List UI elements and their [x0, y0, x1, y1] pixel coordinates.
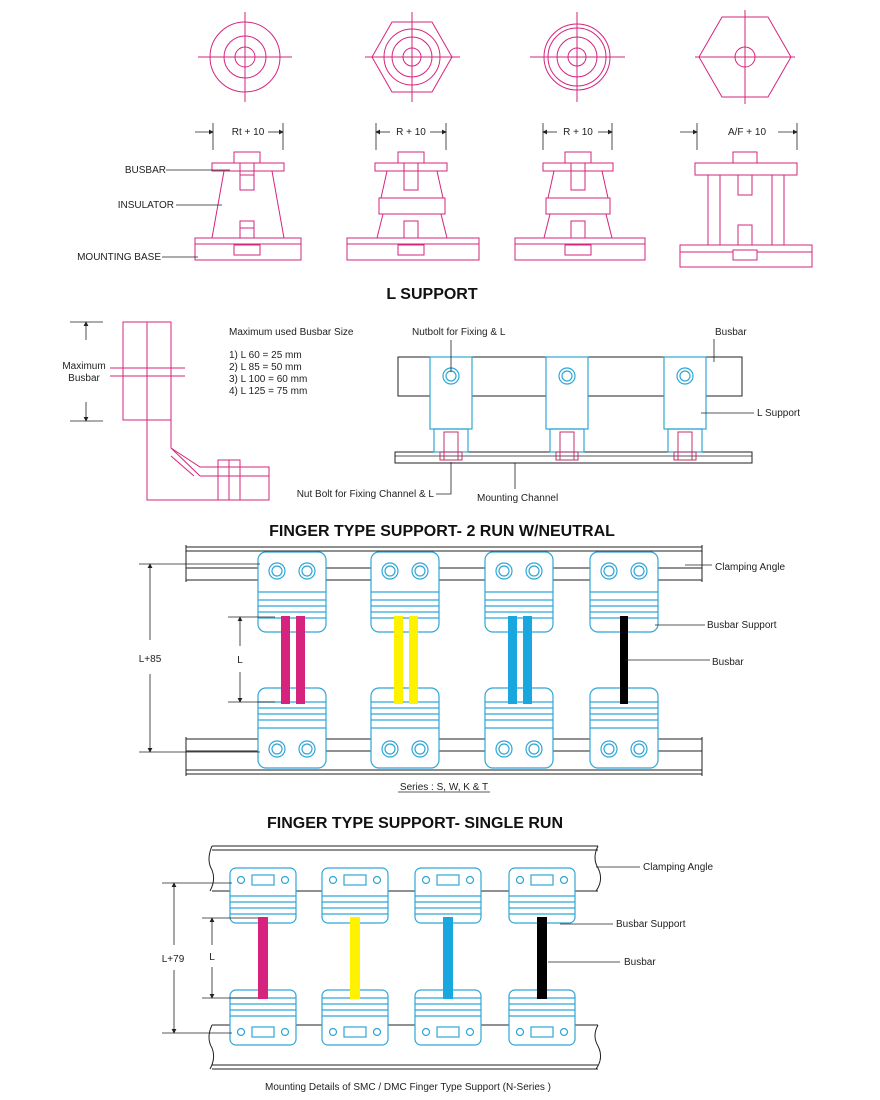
dim-2: R + 10: [396, 127, 426, 138]
finger-2run-annotations: L+85 L Clamping Angle Busbar Support Bus…: [139, 562, 786, 793]
busbar-2b: [409, 616, 418, 704]
single-busbar-1: [258, 917, 268, 999]
finger-2run-busbars: [281, 616, 628, 704]
label-busbar-2run: Busbar: [712, 657, 744, 668]
l-support-3: [663, 356, 707, 461]
busbar-support-bottom-2: [370, 687, 440, 769]
l-support-front-view: Nutbolt for Fixing & L Busbar L Support …: [297, 327, 801, 504]
elevation-4: [679, 151, 813, 268]
dim-4: A/F + 10: [728, 127, 767, 138]
label-clamping-angle-2run: Clamping Angle: [715, 562, 785, 573]
finger-single-title: FINGER TYPE SUPPORT- SINGLE RUN: [267, 815, 563, 832]
busbar-3b: [523, 616, 532, 704]
dim-3: R + 10: [563, 127, 593, 138]
single-busbar-2: [350, 917, 360, 999]
finger-support-top-2: [321, 867, 389, 924]
busbar-support-top-3: [484, 551, 554, 633]
dim-l85: L+85: [139, 654, 162, 665]
size-1: 1) L 60 = 25 mm: [229, 350, 302, 361]
busbar-support-top-2: [370, 551, 440, 633]
l-support-2: [545, 356, 589, 461]
label-busbar-support-single: Busbar Support: [616, 919, 686, 930]
finger-support-top-1: [229, 867, 297, 924]
busbar-support-bottom-1: [257, 687, 327, 769]
dim-l-2run: L: [237, 655, 243, 666]
max-busbar-line-2: Busbar: [68, 373, 100, 384]
max-busbar-line-1: Maximum: [62, 361, 105, 372]
finger-single-annotations: L+79 L Clamping Angle Busbar Support Bus…: [162, 862, 714, 1093]
label-clamping-angle-single: Clamping Angle: [643, 862, 713, 873]
label-nutbolt-fixing-l: Nutbolt for Fixing & L: [412, 327, 506, 338]
dim-l79: L+79: [162, 954, 185, 965]
plan-view-3: [530, 12, 625, 102]
finger-2run-supports: [257, 551, 659, 769]
plan-view-4: [695, 10, 795, 104]
dim-l-single: L: [209, 952, 215, 963]
label-nutbolt-channel: Nut Bolt for Fixing Channel & L: [297, 489, 435, 500]
plan-views: [198, 10, 795, 104]
label-busbar-support-2run: Busbar Support: [707, 620, 777, 631]
l-support-1: [429, 356, 473, 461]
busbar-3a: [508, 616, 517, 704]
elevation-2: [346, 151, 480, 261]
finger-support-bottom-2: [321, 989, 389, 1046]
label-busbar-single: Busbar: [624, 957, 656, 968]
size-title: Maximum used Busbar Size: [229, 327, 354, 338]
size-4: 4) L 125 = 75 mm: [229, 386, 307, 397]
size-2: 2) L 85 = 50 mm: [229, 362, 302, 373]
finger-support-top-3: [414, 867, 482, 924]
series-caption: Series : S, W, K & T: [400, 782, 488, 793]
single-run-caption: Mounting Details of SMC / DMC Finger Typ…: [265, 1082, 551, 1093]
busbar-2a: [394, 616, 403, 704]
plan-view-2: [365, 12, 460, 102]
busbar-neutral: [620, 616, 628, 704]
busbar-support-top-1: [257, 551, 327, 633]
busbar-1b: [296, 616, 305, 704]
busbar-size-table: Maximum used Busbar Size 1) L 60 = 25 mm…: [229, 327, 354, 397]
finger-single-supports: [229, 867, 576, 1046]
plan-view-1: [198, 12, 292, 102]
elevation-1: [194, 151, 302, 261]
label-l-support: L Support: [757, 408, 800, 419]
label-insulator: INSULATOR: [118, 200, 174, 211]
l-support-title: L SUPPORT: [386, 286, 478, 303]
elevation-views: BUSBAR INSULATOR MOUNTING BASE: [77, 151, 813, 268]
label-busbar-l: Busbar: [715, 327, 747, 338]
finger-support-top-4: [508, 867, 576, 924]
busbar-support-bottom-3: [484, 687, 554, 769]
dim-1: Rt + 10: [232, 127, 265, 138]
busbar-support-bottom-4: [589, 687, 659, 769]
single-busbar-4: [537, 917, 547, 999]
busbar-1a: [281, 616, 290, 704]
label-busbar: BUSBAR: [125, 165, 166, 176]
finger-2run-title: FINGER TYPE SUPPORT- 2 RUN W/NEUTRAL: [269, 523, 615, 540]
finger-single-busbars: [258, 917, 547, 999]
single-busbar-3: [443, 917, 453, 999]
label-mounting-base: MOUNTING BASE: [77, 252, 161, 263]
elevation-3: [514, 151, 646, 261]
top-dimensions: Rt + 10 R + 10 R + 10 A/F + 10: [195, 123, 798, 150]
l-support-side-view: Maximum Busbar: [62, 321, 270, 501]
label-mounting-channel: Mounting Channel: [477, 493, 558, 504]
size-3: 3) L 100 = 60 mm: [229, 374, 307, 385]
